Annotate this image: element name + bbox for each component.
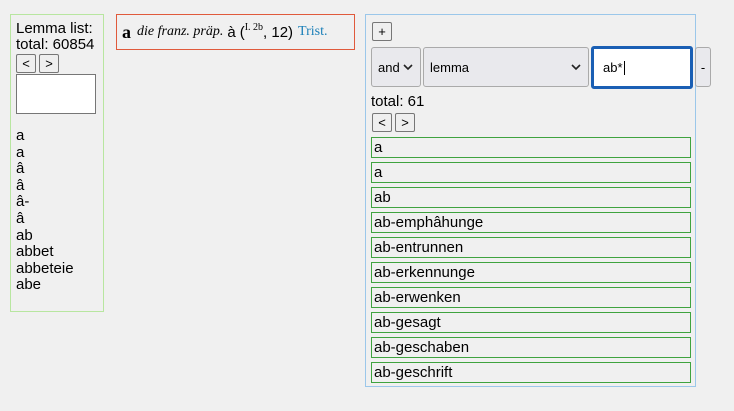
entry-source-link[interactable]: Trist. xyxy=(298,24,328,39)
lemma-list-item[interactable]: â xyxy=(16,176,25,194)
lemma-list-total: total: 60854 xyxy=(16,36,95,53)
result-item[interactable]: ab-entrunnen xyxy=(371,237,691,258)
query-input[interactable]: ab* xyxy=(591,46,693,89)
add-criterion-button[interactable]: + xyxy=(372,22,392,41)
lemma-list-pager: < > xyxy=(16,54,103,73)
lemma-list-panel: Lemma list: total: 60854 < > a a â â â- … xyxy=(10,14,104,312)
result-item[interactable]: ab-gesagt xyxy=(371,312,691,333)
entry-headword: a xyxy=(122,21,131,42)
chevron-down-icon xyxy=(571,64,581,71)
lemma-list-item[interactable]: â xyxy=(16,160,25,178)
field-value: lemma xyxy=(430,59,470,75)
entry-definition: die franz. präp. xyxy=(137,24,224,39)
results-list: a a ab ab-emphâhunge ab-entrunnen ab-erk… xyxy=(371,137,691,387)
query-value: ab* xyxy=(603,60,623,75)
result-item[interactable]: a xyxy=(371,162,691,183)
lemma-list-title: Lemma list: xyxy=(16,20,93,37)
entry-ref-rest: , 12) xyxy=(263,24,294,41)
remove-criterion-button[interactable]: - xyxy=(695,47,711,87)
text-caret xyxy=(623,60,625,75)
lemma-list-item[interactable]: abbeteie xyxy=(16,259,74,277)
result-item[interactable]: ab-erwenken xyxy=(371,287,691,308)
entry-card: a die franz. präp. à (I. 2b, 12) Trist. xyxy=(116,14,355,50)
lemma-list-item[interactable]: ab xyxy=(16,226,33,244)
result-item[interactable]: ab xyxy=(371,187,691,208)
lemma-list-item[interactable]: a xyxy=(16,143,25,161)
result-item[interactable]: ab-geschaben xyxy=(371,337,691,358)
chevron-down-icon xyxy=(403,64,413,71)
result-item[interactable]: ab-emphâhunge xyxy=(371,212,691,233)
lemma-filter-input[interactable] xyxy=(16,74,96,114)
lemma-list-item[interactable]: â xyxy=(16,209,25,227)
lemma-list-item[interactable]: a xyxy=(16,127,25,144)
result-item[interactable]: ab-erkennunge xyxy=(371,262,691,283)
lemma-list-item[interactable]: â- xyxy=(16,193,30,211)
entry-word: à xyxy=(227,23,236,41)
lemma-prev-button[interactable]: < xyxy=(16,54,36,73)
lemma-list-item[interactable]: abbet xyxy=(16,243,54,261)
entry-ref-volume: I. 2b xyxy=(244,22,264,33)
lemma-list-item[interactable]: abe xyxy=(16,276,42,294)
lemma-list: a a â â â- â ab abbet abbeteie abe xyxy=(16,127,103,294)
results-total: total: 61 xyxy=(371,93,425,110)
results-pager: < > xyxy=(372,113,415,132)
results-next-button[interactable]: > xyxy=(395,113,415,132)
search-panel: + and lemma ab* - total: 61 < > a a ab a… xyxy=(365,14,711,387)
bool-operator-value: and xyxy=(378,59,400,75)
entry-reference: (I. 2b, 12) xyxy=(239,22,294,41)
field-select[interactable]: lemma xyxy=(423,47,589,87)
entry-ref-open: ( xyxy=(239,24,245,41)
result-item[interactable]: ab-geschrift xyxy=(371,362,691,383)
bool-operator-select[interactable]: and xyxy=(371,47,421,87)
lemma-next-button[interactable]: > xyxy=(39,54,59,73)
result-item[interactable]: a xyxy=(371,137,691,158)
results-prev-button[interactable]: < xyxy=(372,113,392,132)
